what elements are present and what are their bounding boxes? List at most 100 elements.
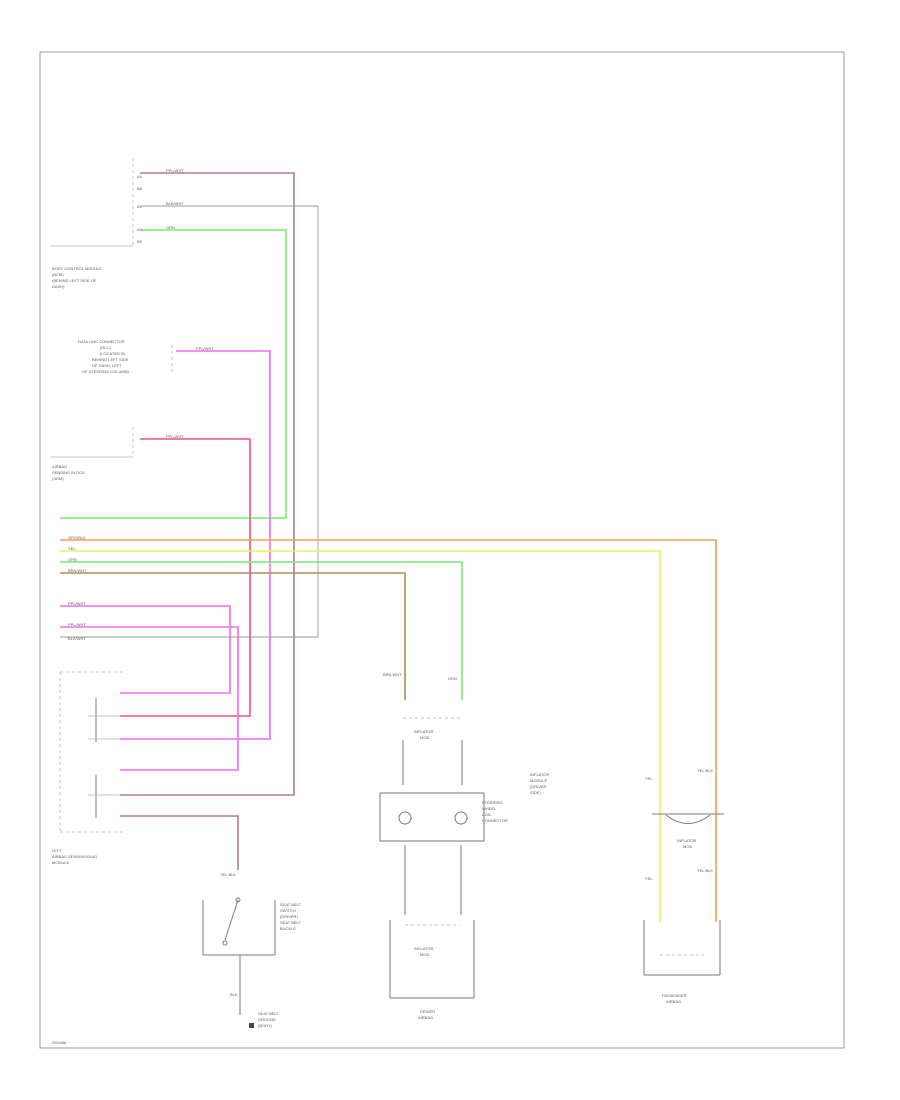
pass-wire-yelblk-2: YEL BLK <box>697 868 713 873</box>
svg-text:(DRIVER): (DRIVER) <box>280 914 298 919</box>
svg-text:DATA LINK CONNECTOR: DATA LINK CONNECTOR <box>78 339 125 344</box>
pass-wire-yel-2: YEL <box>645 876 653 881</box>
bcm-connector: A4 B8 A1 A8 B9 <box>50 158 143 247</box>
seat-belt-switch <box>202 897 276 1015</box>
wire-label-9: GRN <box>68 557 77 562</box>
wire-label-11: PPL/WHT <box>68 601 86 606</box>
svg-text:(BEHIND LEFT SIDE OF: (BEHIND LEFT SIDE OF <box>52 278 97 283</box>
seat-belt-wire-label: YEL BLK <box>220 872 236 877</box>
seat-belt-label: SEAT BELT SWITCH (DRIVER) SEAT BELT BUCK… <box>280 902 301 931</box>
wire-label-8: YEL <box>68 546 76 551</box>
svg-text:MOD: MOD <box>683 844 692 849</box>
wire-blk-wht-bcm <box>60 205 319 638</box>
svg-text:DASH): DASH) <box>52 284 65 289</box>
passenger-inflator-label: INFLATOR MOD <box>677 838 697 849</box>
bcm-label: BODY CONTROL MODULE (BCM) (BEHIND LEFT S… <box>52 266 102 289</box>
svg-text:INFLATOR: INFLATOR <box>414 729 434 734</box>
svg-text:SEAT BELT: SEAT BELT <box>258 1011 279 1016</box>
svg-text:AIRBAG SENSING/DIAG: AIRBAG SENSING/DIAG <box>52 854 97 859</box>
clockspring-label: STEERING WHEEL COIL CONNECTOR <box>482 800 508 823</box>
svg-text:(LOCATED IN: (LOCATED IN <box>100 351 125 356</box>
inflator-module-label: INFLATOR MODULE (DRIVER SIDE) <box>530 772 550 795</box>
svg-text:INFLATOR: INFLATOR <box>530 772 550 777</box>
wire-label-1: PPL/WHT <box>166 168 184 173</box>
wire-ppl-wht-sensor <box>120 438 251 717</box>
wire-ppl-wht-seatbelt <box>120 815 239 870</box>
svg-text:BUCKLE: BUCKLE <box>280 926 296 931</box>
wire-ppl-wht-left-2 <box>60 626 239 771</box>
bcm-pin-a1: A1 <box>137 204 143 209</box>
wire-label-3: GRN <box>166 225 175 230</box>
svg-text:CONNECTOR: CONNECTOR <box>482 818 508 823</box>
sdm-connector <box>59 671 126 833</box>
svg-text:SWITCH: SWITCH <box>280 908 296 913</box>
airbag-sensor-connector <box>50 427 134 458</box>
passenger-label: PASSENGER AIRBAG <box>662 993 687 1004</box>
ground-icon <box>249 1023 254 1028</box>
svg-text:INFLATOR: INFLATOR <box>414 946 434 951</box>
ground-label: SEAT BELT GROUND (BODY) <box>258 1011 279 1028</box>
svg-text:BODY CONTROL MODULE: BODY CONTROL MODULE <box>52 266 102 271</box>
svg-text:COIL: COIL <box>482 812 492 817</box>
wire-label-5: PPL/WHT <box>166 434 184 439</box>
svg-text:BEHIND LEFT SIDE: BEHIND LEFT SIDE <box>92 357 129 362</box>
driver-label: DRIVER AIRBAG <box>418 1009 435 1020</box>
passenger-connector <box>652 813 724 824</box>
svg-text:WHEEL: WHEEL <box>482 806 497 811</box>
svg-text:STEERING: STEERING <box>482 800 502 805</box>
svg-text:SIDE): SIDE) <box>530 790 541 795</box>
wire-grn-long <box>60 561 463 700</box>
wire-label-10: BRN/WHT <box>68 568 87 573</box>
wire-org-blk <box>60 539 717 922</box>
wire-ppl-wht-left-1 <box>60 605 231 694</box>
diagram-frame <box>39 51 845 1049</box>
inflator-top-connector <box>402 717 463 785</box>
inflator-top-label: INFLATOR MOD <box>414 729 434 740</box>
passenger-airbag <box>643 920 721 976</box>
wire-grn-bcm <box>60 229 287 519</box>
svg-text:(BCM): (BCM) <box>52 272 64 277</box>
svg-text:MOD: MOD <box>420 952 429 957</box>
driver-wire-grn: GRN <box>448 676 457 681</box>
bcm-pin-b9: B9 <box>137 239 143 244</box>
wire-ppl-wht-bcm <box>120 172 295 796</box>
svg-text:PASSENGER: PASSENGER <box>662 993 687 998</box>
bcm-pin-a4: A4 <box>137 174 143 179</box>
svg-text:MOD: MOD <box>420 735 429 740</box>
svg-text:AIRBAG: AIRBAG <box>666 999 681 1004</box>
sdm-label: LEFT AIRBAG SENSING/DIAG MODULE <box>52 848 97 865</box>
svg-text:SENSING BLOCK: SENSING BLOCK <box>52 470 85 475</box>
svg-text:GROUND: GROUND <box>258 1017 276 1022</box>
svg-text:AIRBAG: AIRBAG <box>418 1015 433 1020</box>
svg-text:LEFT: LEFT <box>52 848 62 853</box>
airbag-sensor-label: AIRBAG SENSING BLOCK (SDM) <box>52 464 85 481</box>
svg-text:SEAT BELT: SEAT BELT <box>280 920 301 925</box>
inflator-bottom-label: INFLATOR MOD <box>414 946 434 957</box>
wire-label-13: BLK/WHT <box>68 636 86 641</box>
pass-wire-yelblk-1: YEL BLK <box>697 768 713 773</box>
svg-text:SEAT BELT: SEAT BELT <box>280 902 301 907</box>
svg-text:DRIVER: DRIVER <box>420 1009 435 1014</box>
wire-label-12: PPL/WHT <box>68 622 86 627</box>
svg-text:(BODY): (BODY) <box>258 1023 273 1028</box>
svg-text:(SDM): (SDM) <box>52 476 64 481</box>
wire-yel <box>60 550 661 922</box>
svg-text:INFLATOR: INFLATOR <box>677 838 697 843</box>
bcm-pin-a8: A8 <box>137 227 143 232</box>
dlc-label: DATA LINK CONNECTOR (DLC) (LOCATED IN BE… <box>78 339 130 374</box>
driver-airbag <box>389 920 475 999</box>
wire-label-4: PPL/WHT <box>196 346 214 351</box>
driver-wire-brn: BRN WHT <box>383 672 402 677</box>
svg-text:MODULE: MODULE <box>530 778 547 783</box>
svg-text:OF DASH, LEFT: OF DASH, LEFT <box>92 363 122 368</box>
svg-text:AIRBAG: AIRBAG <box>52 464 67 469</box>
footer-code: G00456 <box>52 1040 67 1045</box>
wire-label-2: BLK/WHT <box>166 201 184 206</box>
svg-text:(DRIVER: (DRIVER <box>530 784 547 789</box>
bcm-pin-b8: B8 <box>137 186 143 191</box>
wire-ppl-wht-dlc <box>120 350 271 740</box>
svg-text:OF STEERING COLUMN): OF STEERING COLUMN) <box>82 369 130 374</box>
wire-label-7: ORG/BLK <box>68 535 86 540</box>
svg-text:MODULE: MODULE <box>52 860 69 865</box>
